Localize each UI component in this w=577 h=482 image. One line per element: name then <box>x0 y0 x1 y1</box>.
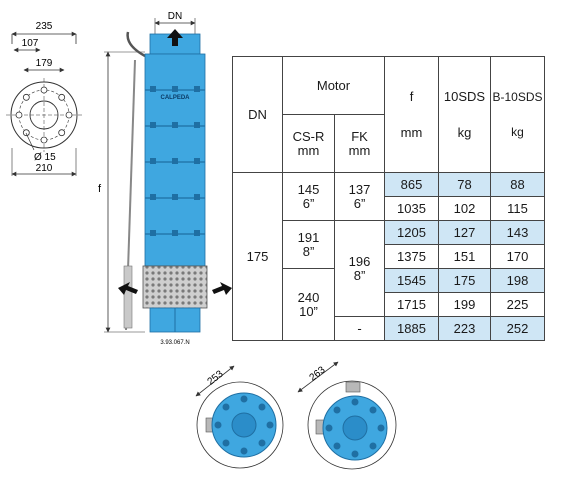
cell-10sds-6: 223 <box>438 316 491 341</box>
header-dn: DN <box>232 56 283 173</box>
dim-179: 179 <box>36 58 53 69</box>
cell-b10sds-0: 88 <box>490 172 545 197</box>
cell-b10sds-6: 252 <box>490 316 545 341</box>
cell-f-6: 1885 <box>384 316 439 341</box>
bottom-view-right: 263 <box>297 361 397 470</box>
table-row: - 1885 223 252 <box>233 316 545 341</box>
cell-fk-2: - <box>334 316 385 341</box>
cell-f-3: 1375 <box>384 244 439 269</box>
outlet-arrow-icon <box>167 29 183 46</box>
dim-235: 235 <box>36 21 53 32</box>
cell-b10sds-3: 170 <box>490 244 545 269</box>
bottom-view-left: 253 <box>195 365 284 469</box>
table-row: 1035 102 115 <box>233 196 545 221</box>
drawing-ref: 3.93.067.N <box>160 340 189 346</box>
cell-10sds-0: 78 <box>438 172 491 197</box>
cell-f-5: 1715 <box>384 292 439 317</box>
dn-label: DN <box>168 11 182 22</box>
cell-b10sds-5: 225 <box>490 292 545 317</box>
flange-top-view: 235 107 179 Ø 15 210 <box>6 21 82 177</box>
table-row: 1715 199 225 <box>233 292 545 317</box>
cell-10sds-5: 199 <box>438 292 491 317</box>
cell-b10sds-2: 143 <box>490 220 545 245</box>
cell-10sds-2: 127 <box>438 220 491 245</box>
inlet-arrow-left-icon <box>118 282 138 295</box>
cell-f-2: 1205 <box>384 220 439 245</box>
dim-263: 263 <box>308 364 328 383</box>
cell-f-4: 1545 <box>384 268 439 293</box>
table-row: 1375 151 170 <box>233 244 545 269</box>
dim-253: 253 <box>206 368 226 387</box>
cell-b10sds-1: 115 <box>490 196 545 221</box>
cell-10sds-4: 175 <box>438 268 491 293</box>
cell-dn: 175 <box>232 172 283 341</box>
length-label: f <box>98 183 102 195</box>
dim-hole: Ø 15 <box>34 152 56 163</box>
dim-107: 107 <box>22 38 39 49</box>
cell-f-1: 1035 <box>384 196 439 221</box>
cell-b10sds-4: 198 <box>490 268 545 293</box>
cell-10sds-3: 151 <box>438 244 491 269</box>
cell-f-0: 865 <box>384 172 439 197</box>
inlet-arrow-right-icon <box>212 282 232 295</box>
cell-10sds-1: 102 <box>438 196 491 221</box>
header-motor: Motor <box>282 56 385 115</box>
brand-label: CALPEDA <box>160 95 190 101</box>
dim-210: 210 <box>36 163 53 174</box>
pump-side-view: f DN CALPEDA <box>98 11 232 346</box>
